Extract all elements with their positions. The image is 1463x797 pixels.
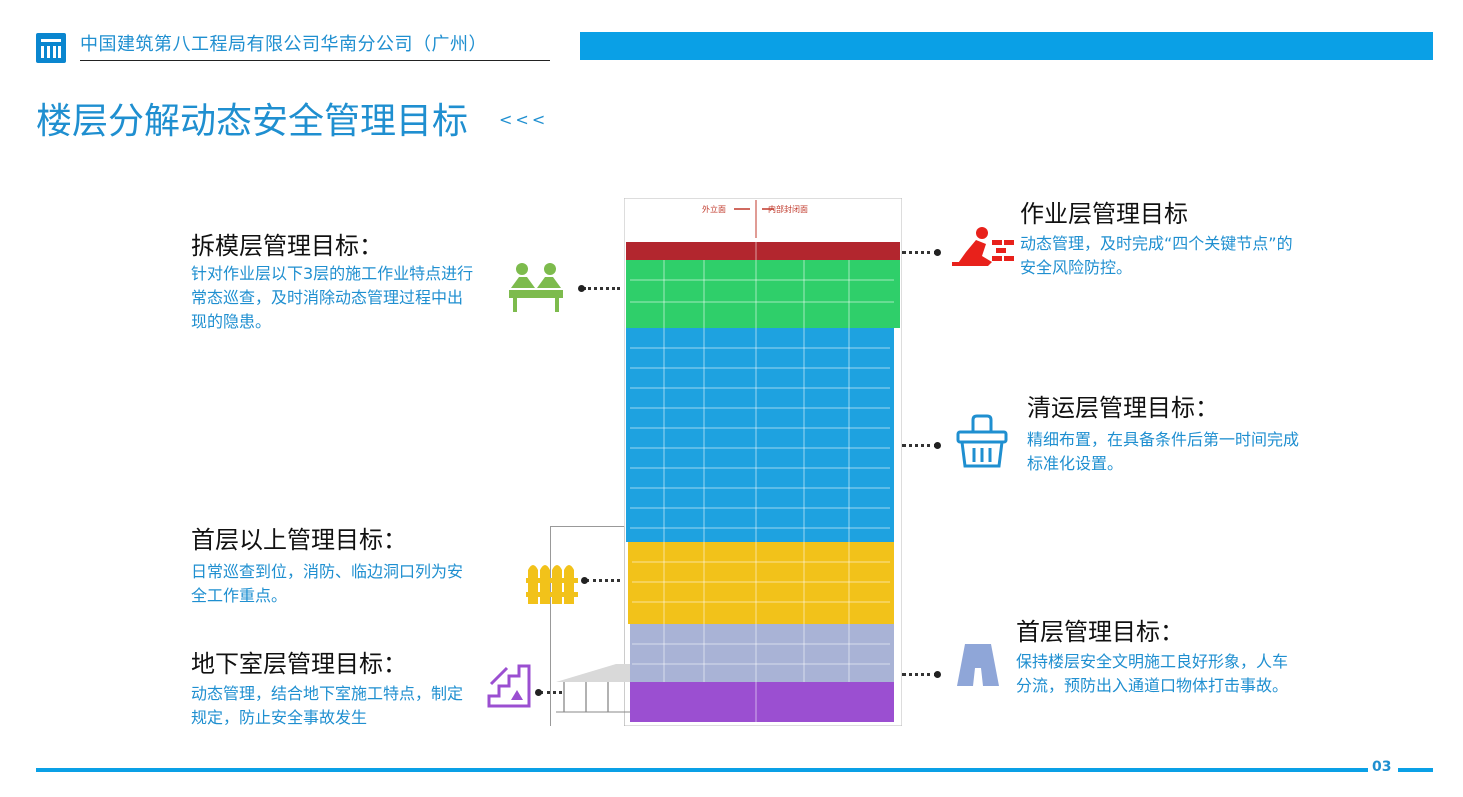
clearance-floor-heading: 清运层管理目标： [1027, 394, 1219, 422]
connector-basement-end [535, 689, 542, 696]
page-title: 楼层分解动态安全管理目标 [36, 101, 469, 142]
demold-floor-heading: 拆模层管理目标： [191, 232, 383, 260]
ground-floor-heading: 首层管理目标： [1016, 618, 1184, 646]
middle-floors [626, 328, 894, 542]
work-floor-desc: 动态管理，及时完成“四个关键节点”的安全风险防控。 [1020, 234, 1293, 277]
road-icon [957, 644, 999, 686]
company-name: 中国建筑第八工程局有限公司华南分公司（广州） [80, 34, 487, 55]
company-logo [36, 33, 66, 63]
label-inner: 内部封闭面 [768, 204, 808, 214]
connector-ground [902, 673, 938, 678]
clearance-floor-desc: 精细布置，在具备条件后第一时间完成标准化设置。 [1027, 430, 1300, 473]
demold-floor-desc: 针对作业层以下3层的施工作业特点进行常态巡查，及时消除动态管理过程中出现的隐患。 [191, 264, 474, 331]
fence-barrier-icon [526, 565, 578, 604]
lower-floors [630, 624, 894, 682]
footer-line-end [1398, 768, 1433, 772]
above-ground-heading: 首层以上管理目标： [191, 526, 407, 554]
footer-line [36, 768, 1368, 772]
roof-floor [626, 242, 900, 260]
connector-work-end [934, 249, 941, 256]
connector-ground-end [934, 671, 941, 678]
header-accent-bar [580, 32, 1433, 60]
page-number: 03 [1372, 759, 1392, 775]
basement-heading: 地下室层管理目标： [191, 650, 407, 678]
connector-demold-end [578, 285, 585, 292]
connector-basement [540, 691, 562, 696]
ground-wall [550, 526, 551, 726]
building-diagram: 外立面 内部封闭面 [624, 198, 902, 726]
connector-work [902, 251, 938, 256]
label-facade: 外立面 [702, 204, 726, 214]
title-arrows: <<< [499, 110, 549, 129]
company-underline [80, 60, 550, 61]
connector-demold [583, 287, 620, 292]
ground-line [550, 526, 624, 527]
stairs-icon [487, 664, 531, 708]
connector-clearance-end [934, 442, 941, 449]
canopy-structure [556, 664, 630, 713]
basket-icon [956, 414, 1008, 468]
work-floor-heading: 作业层管理目标 [1020, 200, 1188, 228]
ground-floor-desc: 保持楼层安全文明施工良好形象，人车分流，预防出入通道口物体打击事故。 [1016, 652, 1289, 695]
above-ground-desc: 日常巡查到位，消防、临边洞口列为安全工作重点。 [191, 562, 464, 605]
work-floor [626, 260, 900, 328]
connector-above-ground-end [581, 577, 588, 584]
meeting-people-icon [509, 263, 563, 312]
basement-floor [630, 682, 894, 722]
connector-above-ground [586, 579, 620, 584]
bricklayer-icon [952, 227, 1014, 266]
basement-desc: 动态管理，结合地下室施工特点，制定规定，防止安全事故发生 [191, 684, 464, 727]
upper-floors [628, 542, 894, 624]
connector-clearance [902, 444, 938, 449]
